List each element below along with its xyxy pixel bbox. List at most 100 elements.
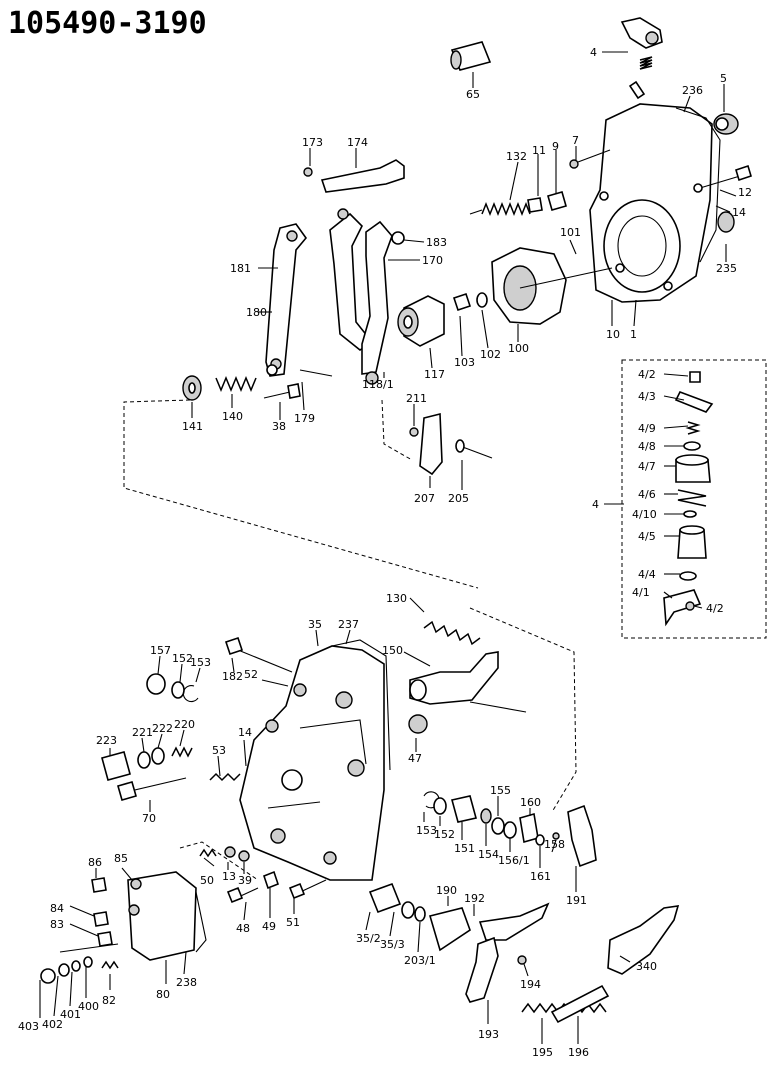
label-141: 141 (182, 420, 203, 433)
part-205-shaft (455, 439, 493, 459)
part-220 (171, 746, 193, 758)
part-223 (101, 751, 131, 781)
part-132-spring (469, 149, 611, 217)
label-238: 238 (176, 976, 197, 989)
label-4-4: 4/4 (638, 568, 656, 581)
label-180: 180 (246, 306, 267, 319)
label-5: 5 (720, 72, 727, 85)
label-7: 7 (572, 134, 579, 147)
leader-lines (39, 51, 737, 1044)
label-4-1: 4/1 (632, 586, 650, 599)
label-50: 50 (200, 874, 214, 887)
part-179-pin (299, 369, 333, 377)
part-80-cover (127, 871, 207, 961)
label-152a: 152 (172, 652, 193, 665)
label-101: 101 (560, 226, 581, 239)
label-83: 83 (50, 918, 64, 931)
label-80: 80 (156, 988, 170, 1001)
label-117: 117 (424, 368, 445, 381)
part-151-chain (423, 791, 560, 846)
label-235: 235 (716, 262, 737, 275)
label-14b: 14 (238, 726, 252, 739)
label-211: 211 (406, 392, 427, 405)
label-174: 174 (347, 136, 368, 149)
label-161: 161 (530, 870, 551, 883)
label-65: 65 (466, 88, 480, 101)
part-4-lever (620, 17, 663, 100)
part-53 (209, 772, 241, 782)
part-labels: 4 65 5 236 173 174 132 11 9 7 12 14 183 … (18, 46, 752, 1059)
part-drawings (39, 17, 767, 1044)
part-65-sleeve (450, 41, 492, 71)
label-4-6: 4/6 (638, 488, 656, 501)
part-83 (97, 931, 113, 947)
label-84: 84 (50, 902, 64, 915)
label-53: 53 (212, 744, 226, 757)
label-132: 132 (506, 150, 527, 163)
part-150-lever (409, 651, 527, 713)
part-181-lever (265, 223, 308, 377)
label-157: 157 (150, 644, 171, 657)
part-1-housing-upper (589, 103, 721, 303)
part-130-spring (423, 620, 481, 646)
label-11: 11 (532, 144, 546, 157)
label-4-2b: 4/2 (706, 602, 724, 615)
label-401: 401 (60, 1008, 81, 1021)
guide-line-b (381, 399, 413, 461)
part-157 (146, 673, 166, 695)
label-4-8: 4/8 (638, 440, 656, 453)
label-35-3: 35/3 (380, 938, 405, 951)
label-173: 173 (302, 136, 323, 149)
guide-line-d (179, 841, 259, 881)
label-222: 222 (152, 722, 173, 735)
label-38: 38 (272, 420, 286, 433)
label-194: 194 (520, 978, 541, 991)
part-153a (182, 685, 199, 703)
label-140: 140 (222, 410, 243, 423)
part-174-lever (303, 159, 405, 193)
label-1: 1 (630, 328, 637, 341)
detail-box-4 (621, 359, 767, 639)
part-35-main-body (239, 639, 391, 881)
label-4: 4 (590, 46, 597, 59)
part-50 (199, 848, 217, 858)
label-85: 85 (114, 852, 128, 865)
part-140-spring (215, 376, 257, 392)
label-203-1: 203/1 (404, 954, 436, 967)
label-100: 100 (508, 342, 529, 355)
part-102 (476, 292, 488, 308)
part-195 (521, 1002, 607, 1014)
part-222 (151, 747, 165, 765)
label-179: 179 (294, 412, 315, 425)
part-38-bolt (263, 383, 301, 399)
part-103 (452, 292, 472, 312)
label-51: 51 (286, 916, 300, 929)
label-130: 130 (386, 592, 407, 605)
label-205: 205 (448, 492, 469, 505)
label-195: 195 (532, 1046, 553, 1059)
label-181: 181 (230, 262, 251, 275)
part-207 (419, 412, 443, 476)
part-47 (408, 714, 428, 734)
label-47: 47 (408, 752, 422, 765)
part-35-2 (368, 882, 402, 914)
part-70-screw (117, 777, 187, 801)
part-191 (567, 804, 597, 868)
label-192: 192 (464, 892, 485, 905)
label-207: 207 (414, 492, 435, 505)
label-70: 70 (142, 812, 156, 825)
label-158: 158 (544, 838, 565, 851)
part-340 (607, 905, 680, 975)
part-180 (266, 364, 278, 376)
label-151: 151 (454, 842, 475, 855)
label-153b: 153 (416, 824, 437, 837)
label-190: 190 (436, 884, 457, 897)
label-156-1: 156/1 (498, 854, 530, 867)
part-170-bracket (329, 208, 405, 385)
part-211 (409, 427, 419, 437)
label-152b: 152 (434, 828, 455, 841)
part-196 (550, 984, 610, 1024)
part-235 (717, 211, 735, 233)
label-221: 221 (132, 726, 153, 739)
label-183: 183 (426, 236, 447, 249)
